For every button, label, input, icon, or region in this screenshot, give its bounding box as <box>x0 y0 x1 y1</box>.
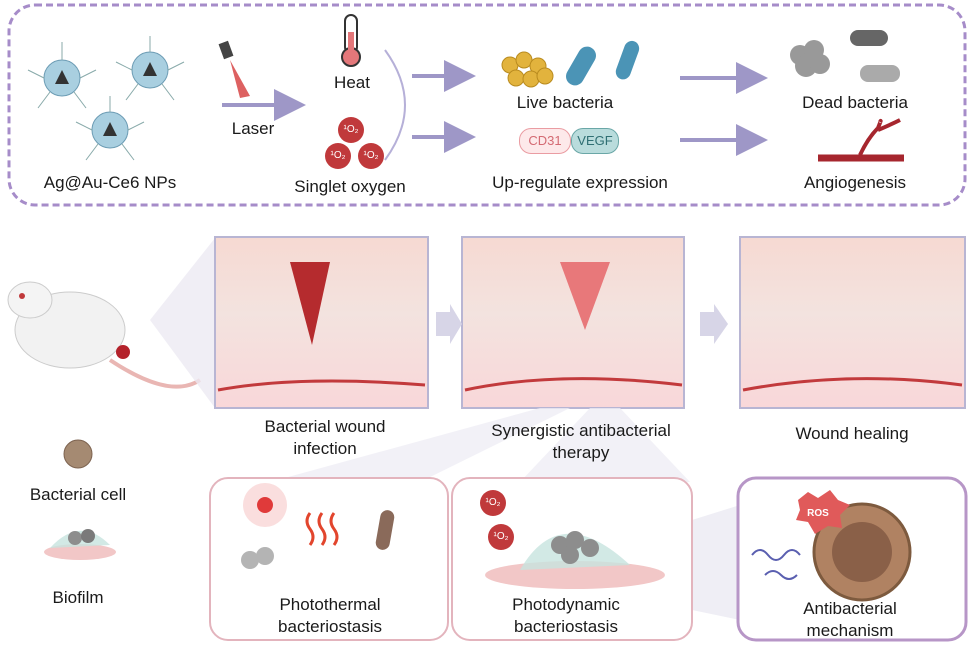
label-wound-healing: Wound healing <box>795 424 909 443</box>
bacterium-with-ros-icon <box>812 502 912 602</box>
blood-vessel-icon <box>818 118 904 162</box>
rod-bacterium-icon <box>375 510 395 550</box>
cd31-badge: CD31 <box>519 128 571 154</box>
dna-icon <box>751 549 801 580</box>
label-nanoparticles: Ag@Au-Ce6 NPs <box>43 173 177 192</box>
label-live-bacteria: Live bacteria <box>516 93 614 112</box>
label-line: Photothermal <box>279 595 381 614</box>
label-line: therapy <box>552 443 610 462</box>
arrow-1 <box>436 304 462 344</box>
top-panel-frame <box>7 3 967 207</box>
heat-source-icon <box>243 483 287 527</box>
label-therapy: Synergistic antibacterial therapy <box>491 420 671 464</box>
laser-icon <box>218 40 250 98</box>
live-bacteria-icon <box>501 40 640 88</box>
mouse-icon <box>7 281 202 389</box>
arrow-2 <box>700 304 728 344</box>
panel-infection <box>214 236 429 409</box>
biofilm-bacteria-icon <box>485 531 665 589</box>
label-heat: Heat <box>334 73 370 92</box>
label-line: bacteriostasis <box>514 617 618 636</box>
label-line: Antibacterial <box>803 599 897 618</box>
singlet-oxygen-icon: ¹O₂ <box>338 117 364 143</box>
vegf-badge: VEGF <box>571 128 619 154</box>
dead-bacteria-icon <box>790 30 900 82</box>
label-biofilm: Biofilm <box>52 588 104 607</box>
ros-burst-icon <box>796 490 850 534</box>
bacterial-cell-icon <box>63 439 93 469</box>
label-infection: Bacterial wound infection <box>265 416 386 460</box>
label-laser: Laser <box>231 119 275 138</box>
label-line: Synergistic antibacterial <box>491 421 671 440</box>
biofilm-icon <box>44 529 116 560</box>
panel-therapy <box>461 236 685 409</box>
label-line: infection <box>293 439 357 458</box>
label-dead-bacteria: Dead bacteria <box>802 93 908 112</box>
label-upregulate: Up-regulate expression <box>492 173 668 192</box>
label-line: Photodynamic <box>512 595 620 614</box>
label-photodynamic: Photodynamic bacteriostasis <box>512 594 620 638</box>
panel-healing <box>739 236 966 409</box>
label-line: bacteriostasis <box>278 617 382 636</box>
label-mechanism: Antibacterial mechanism <box>803 598 897 642</box>
thermometer-icon <box>341 14 361 67</box>
singlet-oxygen-icon: ¹O₂ <box>480 490 506 516</box>
bacteria-cluster-icon <box>241 547 274 569</box>
singlet-oxygen-icon: ¹O₂ <box>358 143 384 169</box>
label-line: Bacterial wound <box>264 417 386 436</box>
label-photothermal: Photothermal bacteriostasis <box>278 594 382 638</box>
heat-waves-icon <box>305 512 339 546</box>
nanoparticle-icons <box>27 36 185 161</box>
singlet-oxygen-icon: ¹O₂ <box>488 524 514 550</box>
label-angiogenesis: Angiogenesis <box>803 173 907 192</box>
label-line: mechanism <box>806 621 894 640</box>
label-bacterial-cell: Bacterial cell <box>29 485 127 504</box>
label-singlet-oxygen: Singlet oxygen <box>294 177 406 196</box>
ros-label: ROS <box>807 508 829 519</box>
singlet-oxygen-icon: ¹O₂ <box>325 143 351 169</box>
bracket <box>384 49 406 161</box>
